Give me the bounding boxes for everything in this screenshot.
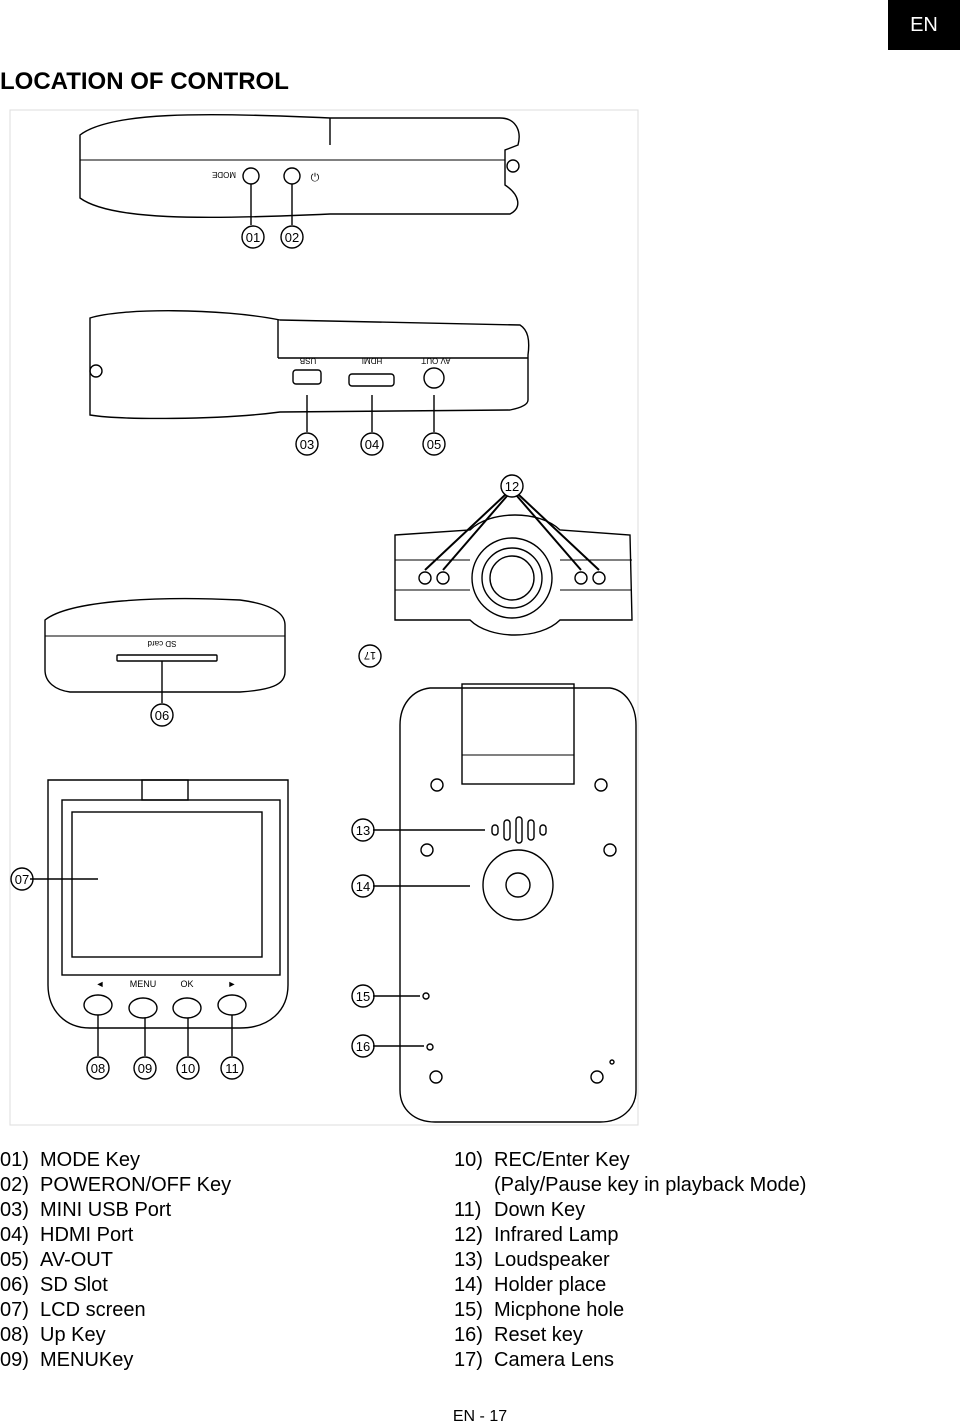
legend-right: 10)REC/Enter Key (Paly/Pause key in play… bbox=[454, 1148, 806, 1373]
ir-lamp bbox=[592, 571, 606, 585]
menu-key[interactable] bbox=[128, 997, 158, 1019]
front-view bbox=[394, 474, 633, 636]
legend-item: 15)Micphone hole bbox=[454, 1299, 625, 1321]
callout-13: 13 bbox=[356, 823, 370, 838]
legend-item: 01)MODE Key bbox=[0, 1149, 141, 1171]
lcd-screen bbox=[71, 811, 263, 958]
mode-button[interactable] bbox=[242, 167, 260, 185]
callout-15: 15 bbox=[356, 989, 370, 1004]
callout-08: 08 bbox=[91, 1061, 105, 1076]
diagram-frame bbox=[9, 109, 639, 1126]
legend-item: 09)MENUKey bbox=[0, 1349, 134, 1371]
side-view bbox=[89, 310, 530, 456]
legend-item: 12)Infrared Lamp bbox=[454, 1224, 619, 1246]
ir-lamp bbox=[418, 571, 432, 585]
ir-lamp bbox=[436, 571, 450, 585]
legend-item: 03)MINI USB Port bbox=[0, 1199, 172, 1221]
hdmi-port bbox=[348, 373, 395, 387]
legend-item: 14)Holder place bbox=[454, 1274, 607, 1296]
legend-item: 05)AV-OUT bbox=[0, 1249, 113, 1271]
bottom-view bbox=[44, 597, 382, 727]
legend-item-note: (Paly/Pause key in playback Mode) bbox=[494, 1174, 807, 1196]
legend-item: 17)Camera Lens bbox=[454, 1349, 615, 1371]
left-arrow-icon: ◄ bbox=[96, 979, 105, 989]
callout-01: 01 bbox=[246, 230, 260, 245]
reset-key[interactable] bbox=[426, 1043, 434, 1051]
language-badge: EN bbox=[888, 0, 960, 50]
up-key[interactable] bbox=[83, 994, 113, 1016]
callout-02: 02 bbox=[285, 230, 299, 245]
sd-slot bbox=[116, 654, 218, 662]
callout-09: 09 bbox=[138, 1061, 152, 1076]
callout-10: 10 bbox=[181, 1061, 195, 1076]
legend-item: 16)Reset key bbox=[454, 1324, 583, 1346]
ir-lamp bbox=[574, 571, 588, 585]
holder-place bbox=[482, 849, 554, 921]
right-arrow-icon: ► bbox=[228, 979, 237, 989]
back-view bbox=[351, 683, 637, 1123]
page-title: LOCATION OF CONTROL bbox=[0, 68, 289, 95]
legend-item: 04)HDMI Port bbox=[0, 1224, 134, 1246]
down-key[interactable] bbox=[217, 994, 247, 1016]
sd-card-label: SD card bbox=[148, 639, 177, 648]
legend-item: 02)POWERON/OFF Key bbox=[0, 1174, 232, 1196]
callout-07: 07 bbox=[15, 872, 29, 887]
legend-item: 08)Up Key bbox=[0, 1324, 106, 1346]
callout-14: 14 bbox=[356, 879, 370, 894]
ok-label: OK bbox=[180, 979, 193, 989]
page-number: EN - 17 bbox=[452, 1408, 508, 1425]
power-icon: ⏻ bbox=[311, 172, 320, 184]
mode-label: MODE bbox=[212, 170, 236, 179]
av-label: AV OUT bbox=[421, 356, 450, 365]
hdmi-label: HDMI bbox=[362, 356, 382, 365]
callout-06: 06 bbox=[155, 708, 169, 723]
legend-item: 10)REC/Enter Key bbox=[454, 1149, 630, 1171]
lcd-view bbox=[10, 779, 289, 1080]
top-view bbox=[79, 113, 520, 249]
power-button[interactable] bbox=[283, 167, 301, 185]
usb-label: USB bbox=[300, 356, 316, 365]
legend-item: 11)Down Key bbox=[454, 1199, 586, 1221]
legend-item: 13)Loudspeaker bbox=[454, 1249, 610, 1271]
callout-03: 03 bbox=[300, 437, 314, 452]
callout-11: 11 bbox=[225, 1061, 239, 1076]
speaker-grille bbox=[503, 819, 511, 841]
av-port bbox=[423, 367, 445, 389]
callout-04: 04 bbox=[365, 437, 379, 452]
legend-item: 07)LCD screen bbox=[0, 1299, 146, 1321]
callout-17: 17 bbox=[364, 649, 376, 661]
callout-16: 16 bbox=[356, 1039, 370, 1054]
usb-port bbox=[292, 369, 322, 385]
legend-item: 06)SD Slot bbox=[0, 1274, 108, 1296]
callout-12: 12 bbox=[505, 479, 519, 494]
menu-label: MENU bbox=[130, 979, 157, 989]
microphone-hole bbox=[422, 992, 430, 1000]
ok-key[interactable] bbox=[172, 997, 202, 1019]
legend-left: 01)MODE Key 02)POWERON/OFF Key 03)MINI U… bbox=[0, 1148, 231, 1373]
callout-05: 05 bbox=[427, 437, 441, 452]
